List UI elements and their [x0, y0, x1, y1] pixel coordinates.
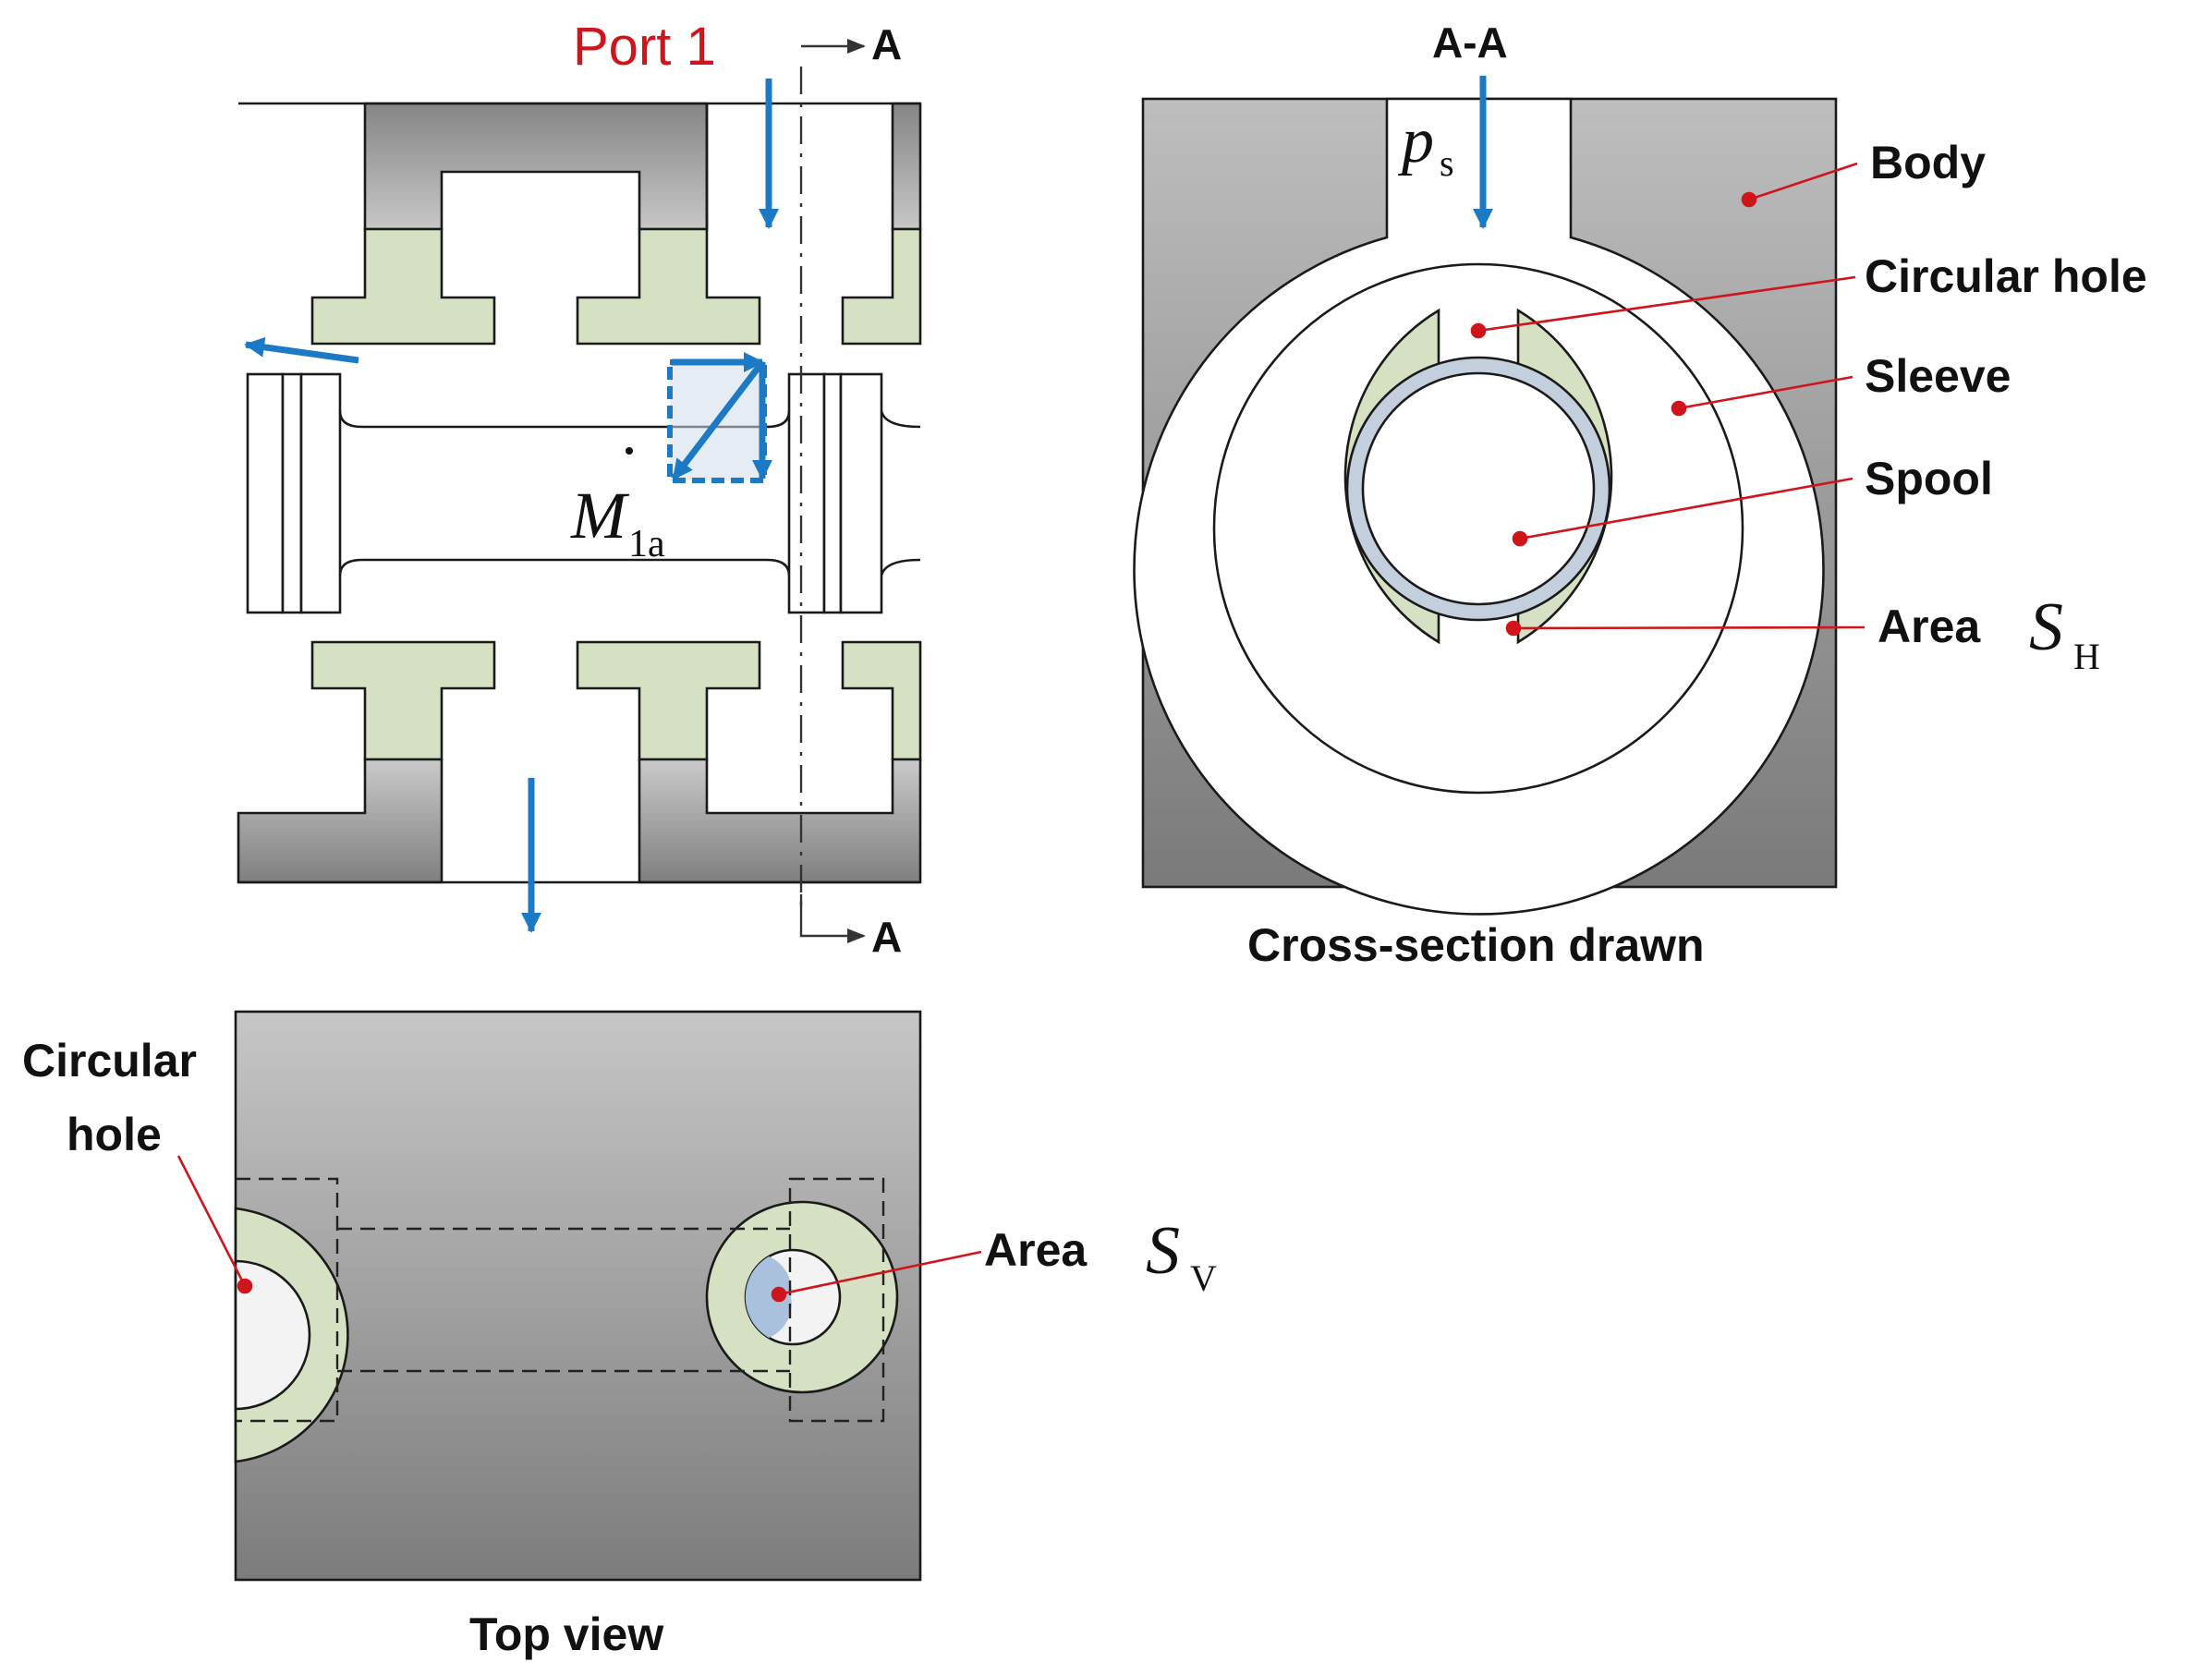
top-view: Circular hole Area S V Top view: [22, 1010, 1217, 1660]
moment-label: M 1a: [570, 447, 665, 565]
longitudinal-section: Port 1 A A M 1a: [237, 17, 922, 961]
sleeve-top-right: [841, 227, 922, 346]
tv-circular-label-line1: Circular: [22, 1035, 197, 1086]
sleeve-top-left: [310, 227, 496, 346]
svg-text:H: H: [2073, 636, 2100, 677]
cs-leaders: [1470, 162, 1866, 637]
body-bottom-right: [638, 758, 922, 884]
body-label: Body: [1870, 137, 1986, 188]
body-top-right: [891, 102, 922, 231]
tv-hidden-spool: [236, 1177, 885, 1423]
tv-leaders: [176, 1155, 982, 1303]
sleeve-bottom-right: [841, 640, 922, 761]
body-bottom: [237, 758, 444, 884]
circular-hole-label: Circular hole: [1865, 250, 2147, 302]
sleeve-bottom-mid: [576, 640, 761, 761]
pressure-label: p s: [1397, 105, 1454, 184]
cs-spool-bore: [1361, 371, 1596, 606]
svg-text:1a: 1a: [628, 523, 665, 565]
cross-section-caption: Cross-section drawn: [1247, 919, 1705, 971]
section-title: A-A: [1432, 18, 1508, 67]
spool: [246, 372, 921, 614]
body-top: [363, 102, 709, 231]
svg-text:S: S: [2029, 589, 2063, 665]
svg-text:p: p: [1397, 105, 1434, 176]
tv-hole-left: [234, 1259, 311, 1411]
area-v-label: Area S V: [984, 1213, 1217, 1299]
svg-text:S: S: [1146, 1213, 1180, 1289]
sleeve-label: Sleeve: [1865, 350, 2011, 402]
sleeve-top-mid: [576, 227, 761, 346]
cs-sleeve-bore: [1212, 262, 1744, 795]
jet-force-vectors: [667, 352, 772, 483]
svg-text:Area: Area: [1878, 601, 1981, 652]
svg-text:M: M: [570, 479, 630, 552]
tv-area-v: [745, 1256, 792, 1338]
cross-section: A-A p s Body Circular hole Sleeve Spool …: [1133, 18, 2147, 971]
port1-label: Port 1: [573, 17, 716, 77]
section-mark-top: A: [871, 20, 902, 68]
svg-text:V: V: [1190, 1257, 1217, 1299]
area-h-label: Area S H: [1878, 589, 2100, 677]
spool-label: Spool: [1865, 453, 1993, 504]
svg-text:Area: Area: [984, 1224, 1088, 1276]
top-view-caption: Top view: [469, 1608, 663, 1660]
tv-circular-label-line2: hole: [67, 1109, 162, 1160]
sleeve-bottom-left: [310, 640, 496, 761]
section-mark-bottom: A: [871, 913, 902, 961]
flow-arrow-left: [244, 336, 359, 364]
svg-text:s: s: [1440, 142, 1454, 184]
section-marker-bottom: [799, 894, 866, 943]
